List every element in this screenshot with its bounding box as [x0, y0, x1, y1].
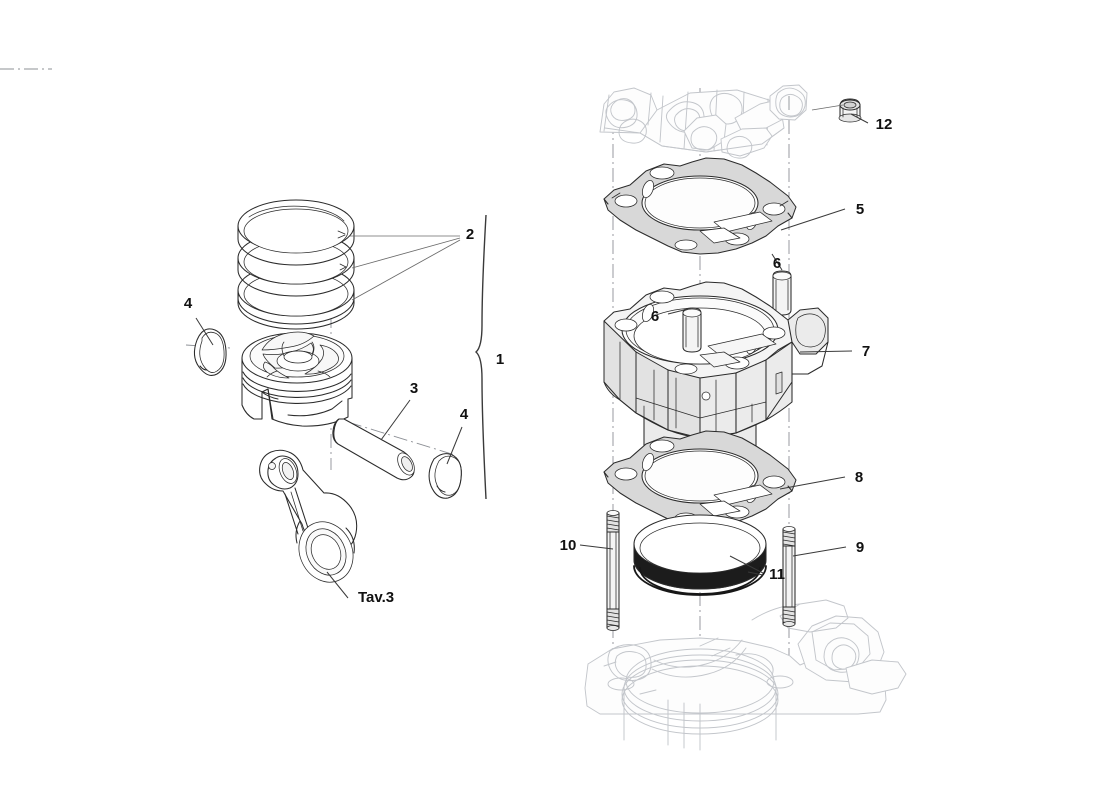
- callout-11: 11: [769, 566, 785, 583]
- callout-8: 8: [855, 469, 863, 486]
- cylinder-stud-right: [782, 526, 796, 627]
- callout-1: 1: [496, 351, 504, 368]
- leaders-left: [195, 235, 463, 599]
- ghost-cylinder-head: [599, 84, 808, 159]
- callout-2: 2: [466, 226, 474, 243]
- piston-rings: [237, 199, 355, 330]
- group-bracket-1: [474, 214, 487, 500]
- callout-5: 5: [856, 201, 864, 218]
- dowel-pin-rear: [772, 270, 792, 316]
- callout-10: 10: [560, 537, 577, 554]
- ghost-crankcase: [584, 599, 907, 751]
- callout-7: 7: [862, 343, 870, 360]
- dowel-pin-front: [682, 307, 702, 353]
- cylinder-head-gasket: [603, 157, 797, 255]
- leaders-right: [579, 96, 869, 576]
- callout-6-rear: 6: [773, 255, 781, 272]
- callout-6-front: 6: [651, 308, 659, 325]
- cylinder-stud-left: [606, 510, 620, 631]
- flange-nut: [838, 98, 862, 123]
- callout-4-left: 4: [184, 295, 193, 312]
- cylinder-base-gasket: [603, 430, 797, 528]
- callout-3: 3: [410, 380, 418, 397]
- piston-pin: [332, 418, 415, 481]
- callout-labels: 1 2 3 4 4 5 6 6 7 8 9 10 11 12 Tav.3: [184, 116, 893, 606]
- callout-4-right: 4: [460, 406, 469, 423]
- connecting-rod: [259, 449, 358, 583]
- callout-tav3: Tav.3: [358, 589, 394, 606]
- circlip-left: [193, 328, 227, 376]
- cylinder-base-seal-ring: [633, 514, 767, 596]
- callout-12: 12: [876, 116, 893, 133]
- piston: [241, 331, 353, 427]
- circlip-right: [428, 453, 462, 499]
- callout-9: 9: [856, 539, 864, 556]
